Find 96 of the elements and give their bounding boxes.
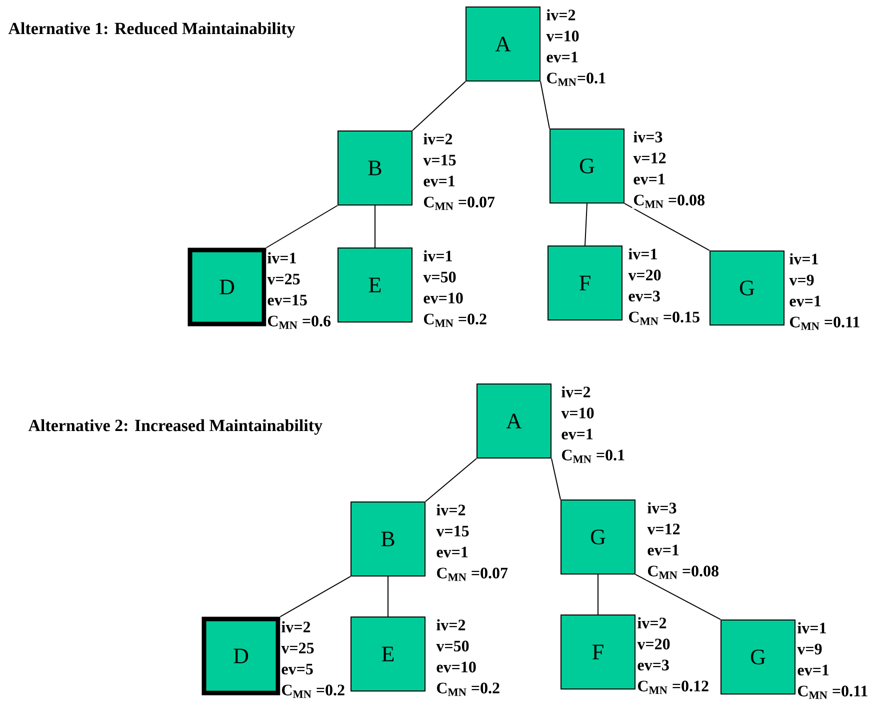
value-annotation: iv=2 v=20 ev=3 C$_{MN}$ =0.12 bbox=[636, 616, 710, 695]
node-label: iv=2 bbox=[424, 133, 452, 144]
node-label: ev=1 bbox=[798, 664, 829, 676]
node-label: C$_{MN}$ =0.11 bbox=[798, 686, 868, 699]
value-annotation: iv=2 v=50 ev=10 C$_{MN}$ =0.2 bbox=[435, 618, 502, 697]
value-annotation: iv=2 v=10 ev=1 C$_{MN}$=0.1 bbox=[545, 8, 608, 87]
node-label: iv=2 bbox=[436, 619, 466, 630]
node-label: v=20 bbox=[628, 270, 661, 280]
value-annotation: iv=1 v=9 ev=1 C$_{MN}$ =0.11 bbox=[788, 252, 862, 331]
node-label: ev=15 bbox=[268, 294, 307, 306]
node-label: C$_{MN}$ =0.07 bbox=[436, 568, 508, 581]
node-label: iv=2 bbox=[562, 386, 590, 398]
node-label: C$_{MN}$ =0.2 bbox=[424, 314, 486, 327]
node-label: v=10 bbox=[561, 408, 594, 418]
node-label: ev=1 bbox=[648, 544, 679, 556]
connector-line bbox=[584, 203, 588, 246]
node-label: C$_{MN}$ =0.2 bbox=[436, 682, 500, 696]
connector-line bbox=[551, 458, 561, 500]
node-label: ev=1 bbox=[436, 546, 468, 558]
node-box: G bbox=[720, 620, 796, 694]
node-label: C$_{MN}$ =0.08 bbox=[648, 566, 718, 579]
node-label: iv=1 bbox=[790, 253, 818, 264]
node-box: A bbox=[466, 6, 540, 82]
value-annotation: iv=2 v=15 ev=1 C$_{MN}$ =0.07 bbox=[422, 132, 496, 211]
node-label: v=10 bbox=[546, 30, 579, 42]
connector-line bbox=[374, 205, 376, 248]
node-label: v=50 bbox=[423, 272, 456, 282]
node-label: ev=3 bbox=[628, 290, 660, 302]
node-label: C$_{MN}$ =0.15 bbox=[628, 312, 700, 325]
node-label: C$_{MN}$ =0.07 bbox=[424, 196, 495, 210]
highlighted-box: D bbox=[202, 616, 280, 696]
value-annotation: iv=2 v=10 ev=1 C$_{MN}$ =0.1 bbox=[560, 385, 626, 464]
node-label: C$_{MN}$ =0.11 bbox=[790, 316, 860, 330]
node-box: G bbox=[710, 250, 784, 326]
node-label: C$_{MN}$ =0.08 bbox=[634, 194, 704, 208]
value-annotation: iv=2 v=25 ev=5 C$_{MN}$ =0.2 bbox=[280, 620, 346, 699]
connector-line bbox=[540, 81, 550, 129]
node-box: E bbox=[338, 248, 412, 322]
section-heading: Alternative 1: Reduced Maintainability bbox=[8, 22, 296, 38]
node-box: G bbox=[560, 500, 636, 574]
node-label: v=9 bbox=[797, 644, 822, 654]
node-label: ev=1 bbox=[790, 296, 821, 306]
highlighted-box: D bbox=[188, 248, 266, 326]
node-label: C$_{MN}$=0.1 bbox=[546, 72, 606, 86]
node-label: v=12 bbox=[633, 152, 666, 164]
node-label: iv=1 bbox=[628, 248, 657, 260]
node-label: v=12 bbox=[647, 524, 680, 534]
node-label: v=15 bbox=[436, 526, 469, 536]
node-box: B bbox=[338, 130, 412, 206]
node-label: ev=1 bbox=[424, 176, 455, 186]
node-label: iv=1 bbox=[268, 252, 296, 264]
node-label: iv=3 bbox=[648, 502, 676, 514]
node-box: A bbox=[476, 384, 552, 458]
connector-line bbox=[280, 576, 351, 618]
connector-line bbox=[624, 203, 710, 251]
value-annotation: iv=2 v=15 ev=1 C$_{MN}$ =0.07 bbox=[435, 503, 510, 582]
node-label: iv=3 bbox=[634, 131, 662, 142]
value-annotation: iv=3 v=12 ev=1 C$_{MN}$ =0.08 bbox=[646, 501, 720, 580]
connector-line bbox=[425, 458, 477, 502]
value-annotation: iv=3 v=12 ev=1 C$_{MN}$ =0.08 bbox=[632, 130, 706, 209]
value-annotation: iv=1 v=20 ev=3 C$_{MN}$ =0.15 bbox=[627, 247, 702, 326]
value-annotation: iv=1 v=25 ev=15 C$_{MN}$ =0.6 bbox=[266, 251, 332, 330]
node-label: ev=5 bbox=[282, 664, 313, 674]
value-annotation: iv=1 v=9 ev=1 C$_{MN}$ =0.11 bbox=[796, 621, 870, 700]
node-label: C$_{MN}$ =0.1 bbox=[562, 450, 624, 463]
node-label: v=50 bbox=[436, 640, 469, 652]
node-label: C$_{MN}$ =0.2 bbox=[282, 684, 344, 698]
value-annotation: iv=1 v=50 ev=10 C$_{MN}$ =0.2 bbox=[422, 249, 488, 328]
section-heading: Alternative 2: Increased Maintainability bbox=[28, 419, 322, 435]
node-box: F bbox=[548, 246, 622, 320]
node-label: ev=10 bbox=[436, 662, 476, 672]
node-label: v=20 bbox=[637, 638, 670, 650]
node-label: v=9 bbox=[789, 274, 814, 286]
node-label: ev=1 bbox=[634, 174, 665, 184]
connector-line bbox=[266, 205, 338, 248]
node-label: iv=1 bbox=[424, 250, 452, 262]
node-label: C$_{MN}$ =0.6 bbox=[268, 316, 331, 329]
node-box: B bbox=[350, 502, 426, 576]
node-label: C$_{MN}$ =0.12 bbox=[638, 680, 708, 694]
node-label: ev=3 bbox=[638, 660, 669, 670]
connector-line bbox=[412, 81, 466, 131]
node-box: E bbox=[350, 616, 426, 692]
connector-line bbox=[635, 574, 721, 620]
node-label: ev=1 bbox=[546, 52, 578, 62]
node-box: G bbox=[550, 128, 624, 204]
node-label: iv=2 bbox=[638, 617, 666, 628]
node-label: v=25 bbox=[267, 274, 300, 284]
node-label: iv=1 bbox=[798, 622, 826, 634]
node-box: F bbox=[560, 614, 636, 690]
node-label: v=25 bbox=[281, 642, 314, 654]
node-label: iv=2 bbox=[436, 504, 466, 516]
node-label: v=15 bbox=[423, 154, 456, 166]
node-label: iv=2 bbox=[546, 9, 576, 20]
node-label: iv=2 bbox=[282, 621, 310, 632]
node-label: ev=10 bbox=[424, 292, 463, 304]
node-label: ev=1 bbox=[562, 428, 593, 440]
